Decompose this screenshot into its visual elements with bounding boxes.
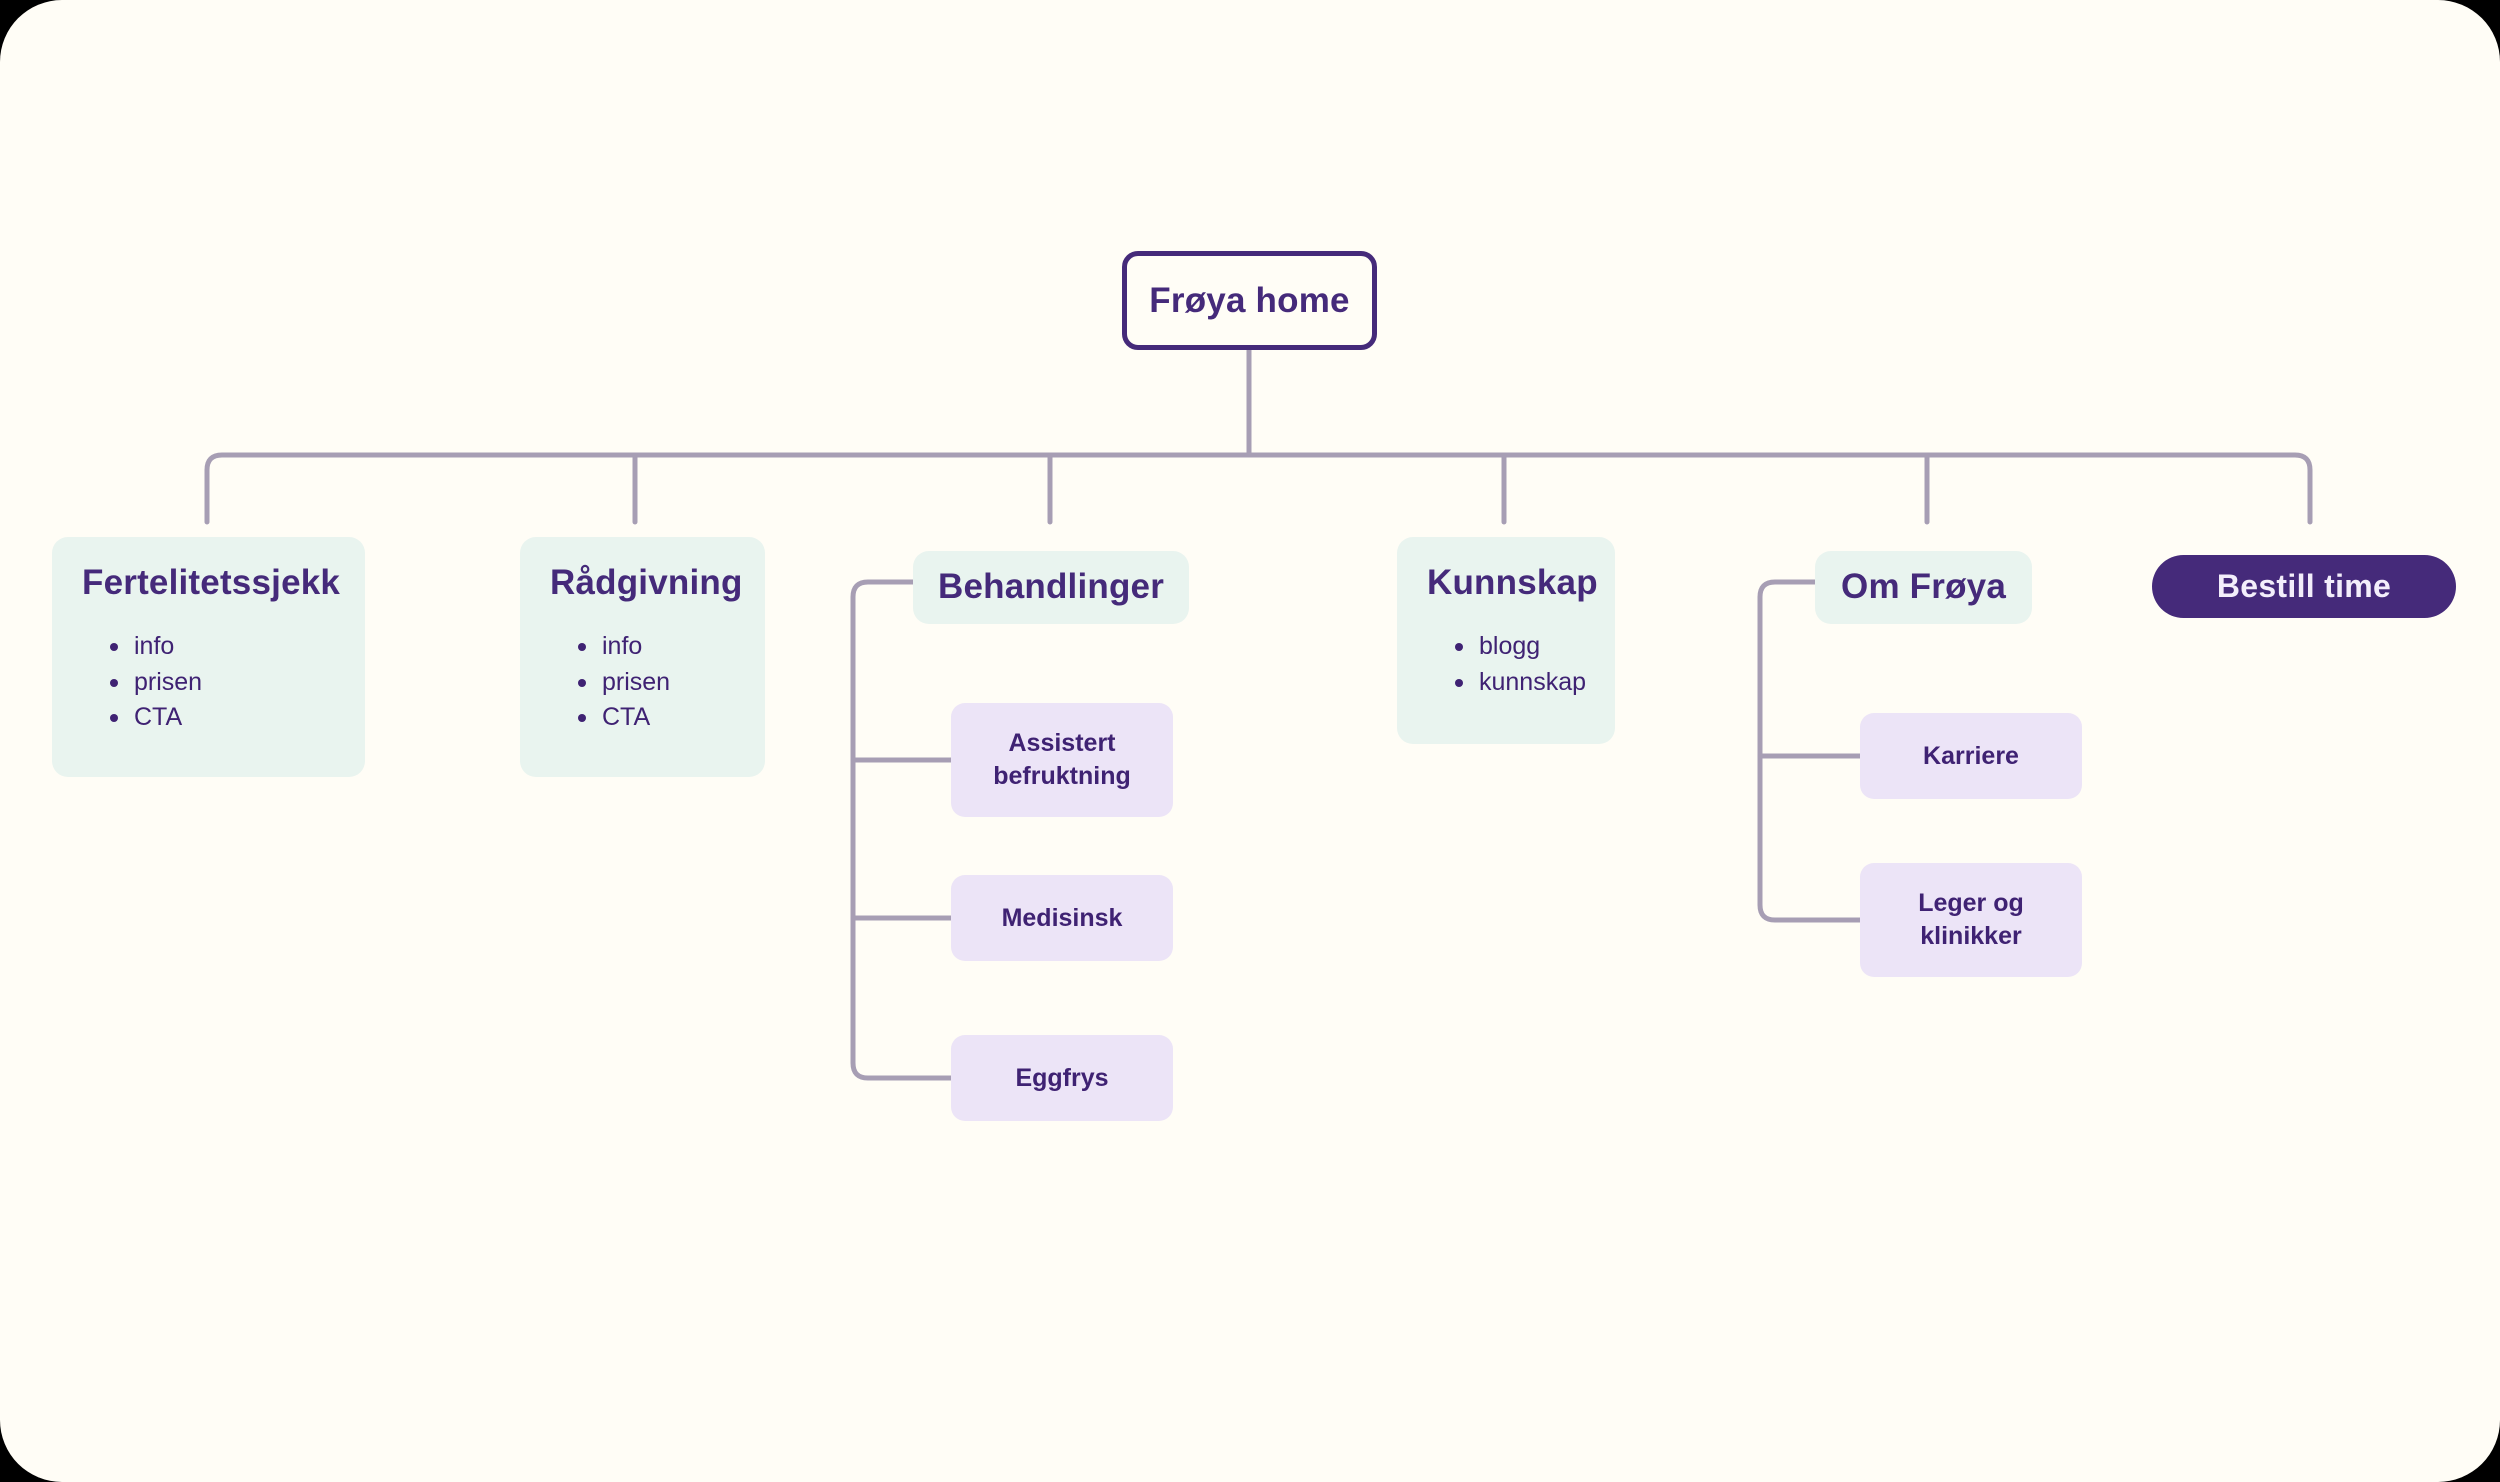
- node-section-behandlinger[interactable]: Behandlinger: [913, 551, 1189, 624]
- node-leaf-leger-og-klinikker[interactable]: Leger og klinikker: [1860, 863, 2082, 977]
- node-leaf-label-medisinsk: Medisinsk: [1001, 903, 1123, 932]
- connector-behandlinger-spine: [850, 579, 954, 1081]
- list-item: info: [576, 629, 735, 665]
- list-item: info: [108, 629, 335, 665]
- node-root-label: Frøya home: [1149, 280, 1350, 320]
- node-section-label-behandlinger: Behandlinger: [937, 566, 1165, 606]
- node-leaf-karriere[interactable]: Karriere: [1860, 713, 2082, 799]
- node-leaf-label-eggfrys: Eggfrys: [1015, 1063, 1109, 1092]
- node-leaf-label-assistert-befruktning: Assistert befruktning: [993, 729, 1131, 790]
- node-section-fertilitetssjekk[interactable]: Fertelitetssjekk info prisen CTA: [52, 537, 365, 777]
- list-item: prisen: [108, 665, 335, 701]
- node-root-froya-home[interactable]: Frøya home: [1122, 251, 1377, 350]
- node-section-label-radgivning: Rådgivning: [550, 563, 743, 602]
- node-leaf-assistert-befruktning[interactable]: Assistert befruktning: [951, 703, 1173, 817]
- node-section-kunnskap[interactable]: Kunnskap blogg kunnskap: [1397, 537, 1615, 744]
- bullet-list-radgivning: info prisen CTA: [550, 629, 735, 736]
- list-item: prisen: [576, 665, 735, 701]
- list-item: CTA: [108, 700, 335, 736]
- node-section-label-om-froya: Om Frøya: [1841, 566, 2006, 606]
- bullet-list-fertilitetssjekk: info prisen CTA: [82, 629, 335, 736]
- node-section-radgivning[interactable]: Rådgivning info prisen CTA: [520, 537, 765, 777]
- bullet-list-kunnskap: blogg kunnskap: [1427, 629, 1586, 701]
- node-leaf-label-karriere: Karriere: [1923, 741, 2019, 770]
- list-item: blogg: [1453, 629, 1585, 665]
- node-section-om-froya[interactable]: Om Frøya: [1815, 551, 2032, 624]
- cta-bestill-time-label: Bestill time: [2216, 568, 2392, 604]
- node-leaf-medisinsk[interactable]: Medisinsk: [951, 875, 1173, 961]
- connector-bus: [204, 452, 2313, 525]
- cta-bestill-time-button[interactable]: Bestill time: [2152, 555, 2456, 618]
- list-item: kunnskap: [1453, 665, 1586, 701]
- node-section-label-fertilitetssjekk: Fertelitetssjekk: [82, 563, 341, 602]
- list-item: CTA: [576, 700, 735, 736]
- node-section-label-kunnskap: Kunnskap: [1427, 563, 1598, 602]
- node-leaf-eggfrys[interactable]: Eggfrys: [951, 1035, 1173, 1121]
- connector-omfroya-spine: [1757, 579, 1863, 923]
- node-leaf-label-leger-og-klinikker: Leger og klinikker: [1918, 889, 2024, 950]
